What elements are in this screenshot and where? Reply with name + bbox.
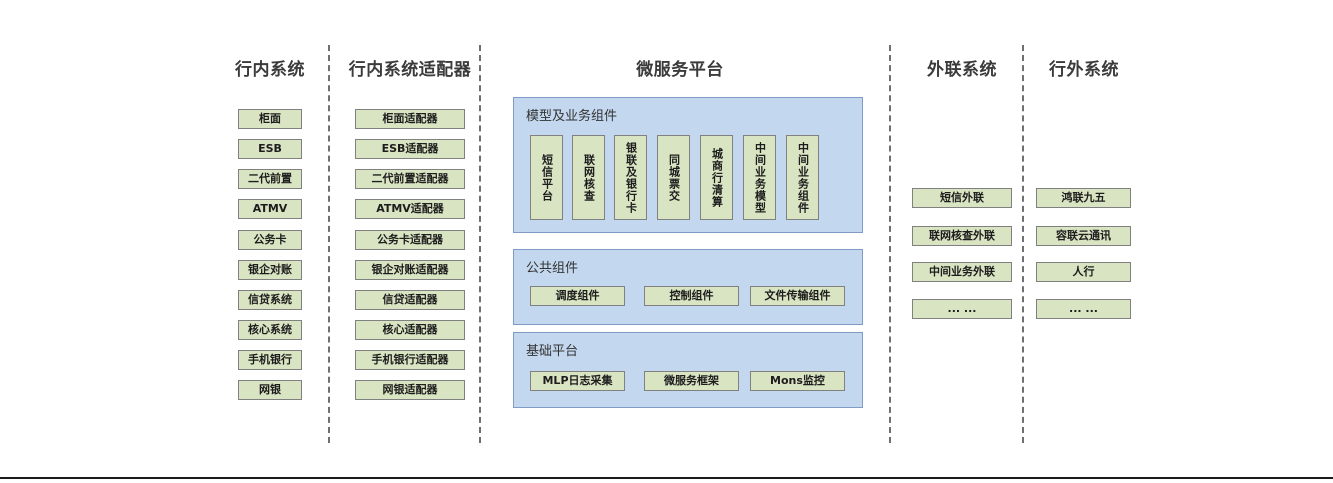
public-component-box[interactable]: 控制组件 [644,286,739,306]
column-separator-3 [889,45,891,443]
external-link-box[interactable]: 联网核查外联 [912,226,1012,246]
model-component-box[interactable]: 银联及银行卡 [614,135,647,220]
adapter-box[interactable]: 网银适配器 [355,380,465,400]
model-component-box[interactable]: 城商行清算 [700,135,733,220]
adapter-box[interactable]: 柜面适配器 [355,109,465,129]
panel-title-public-components: 公共组件 [526,261,579,276]
external-link-box[interactable]: 中间业务外联 [912,262,1012,282]
panel-title-base-platform: 基础平台 [526,344,579,359]
base-platform-box[interactable]: Mons监控 [750,371,845,391]
public-component-box[interactable]: 调度组件 [530,286,625,306]
system-box[interactable]: 柜面 [238,109,302,129]
system-box[interactable]: ESB [238,139,302,159]
adapter-box[interactable]: 手机银行适配器 [355,350,465,370]
adapter-box[interactable]: ATMV适配器 [355,199,465,219]
column-title-inbank: 行内系统 [235,60,305,80]
panel-base-platform: 基础平台 [513,332,863,408]
base-platform-box[interactable]: MLP日志采集 [530,371,625,391]
system-box[interactable]: 银企对账 [238,260,302,280]
panel-title-model-business: 模型及业务组件 [526,109,618,124]
outbank-box[interactable]: 鸿联九五 [1036,188,1131,208]
system-box[interactable]: 核心系统 [238,320,302,340]
base-platform-box[interactable]: 微服务框架 [644,371,739,391]
column-separator-1 [328,45,330,443]
column-separator-4 [1022,45,1024,443]
column-title-microservice: 微服务平台 [636,60,724,80]
system-box[interactable]: 手机银行 [238,350,302,370]
adapter-box[interactable]: ESB适配器 [355,139,465,159]
adapter-box[interactable]: 二代前置适配器 [355,169,465,189]
adapter-box[interactable]: 核心适配器 [355,320,465,340]
outbank-box[interactable]: 容联云通讯 [1036,226,1131,246]
column-separator-2 [479,45,481,443]
model-component-box[interactable]: 短信平台 [530,135,563,220]
system-box[interactable]: 二代前置 [238,169,302,189]
adapter-box[interactable]: 公务卡适配器 [355,230,465,250]
adapter-box[interactable]: 银企对账适配器 [355,260,465,280]
outbank-box[interactable]: ... ... [1036,299,1131,319]
outbank-box[interactable]: 人行 [1036,262,1131,282]
public-component-box[interactable]: 文件传输组件 [750,286,845,306]
model-component-box[interactable]: 联网核查 [572,135,605,220]
system-box[interactable]: 网银 [238,380,302,400]
system-box[interactable]: 公务卡 [238,230,302,250]
model-component-box[interactable]: 中间业务模型 [743,135,776,220]
column-title-inbank-adapter: 行内系统适配器 [348,60,472,80]
model-component-box[interactable]: 同城票交 [657,135,690,220]
adapter-box[interactable]: 信贷适配器 [355,290,465,310]
column-title-external-link: 外联系统 [927,60,997,80]
bottom-divider [0,477,1333,479]
external-link-box[interactable]: 短信外联 [912,188,1012,208]
column-title-outbank: 行外系统 [1049,60,1119,80]
system-box[interactable]: ATMV [238,199,302,219]
system-box[interactable]: 信贷系统 [238,290,302,310]
external-link-box[interactable]: ... ... [912,299,1012,319]
model-component-box[interactable]: 中间业务组件 [786,135,819,220]
